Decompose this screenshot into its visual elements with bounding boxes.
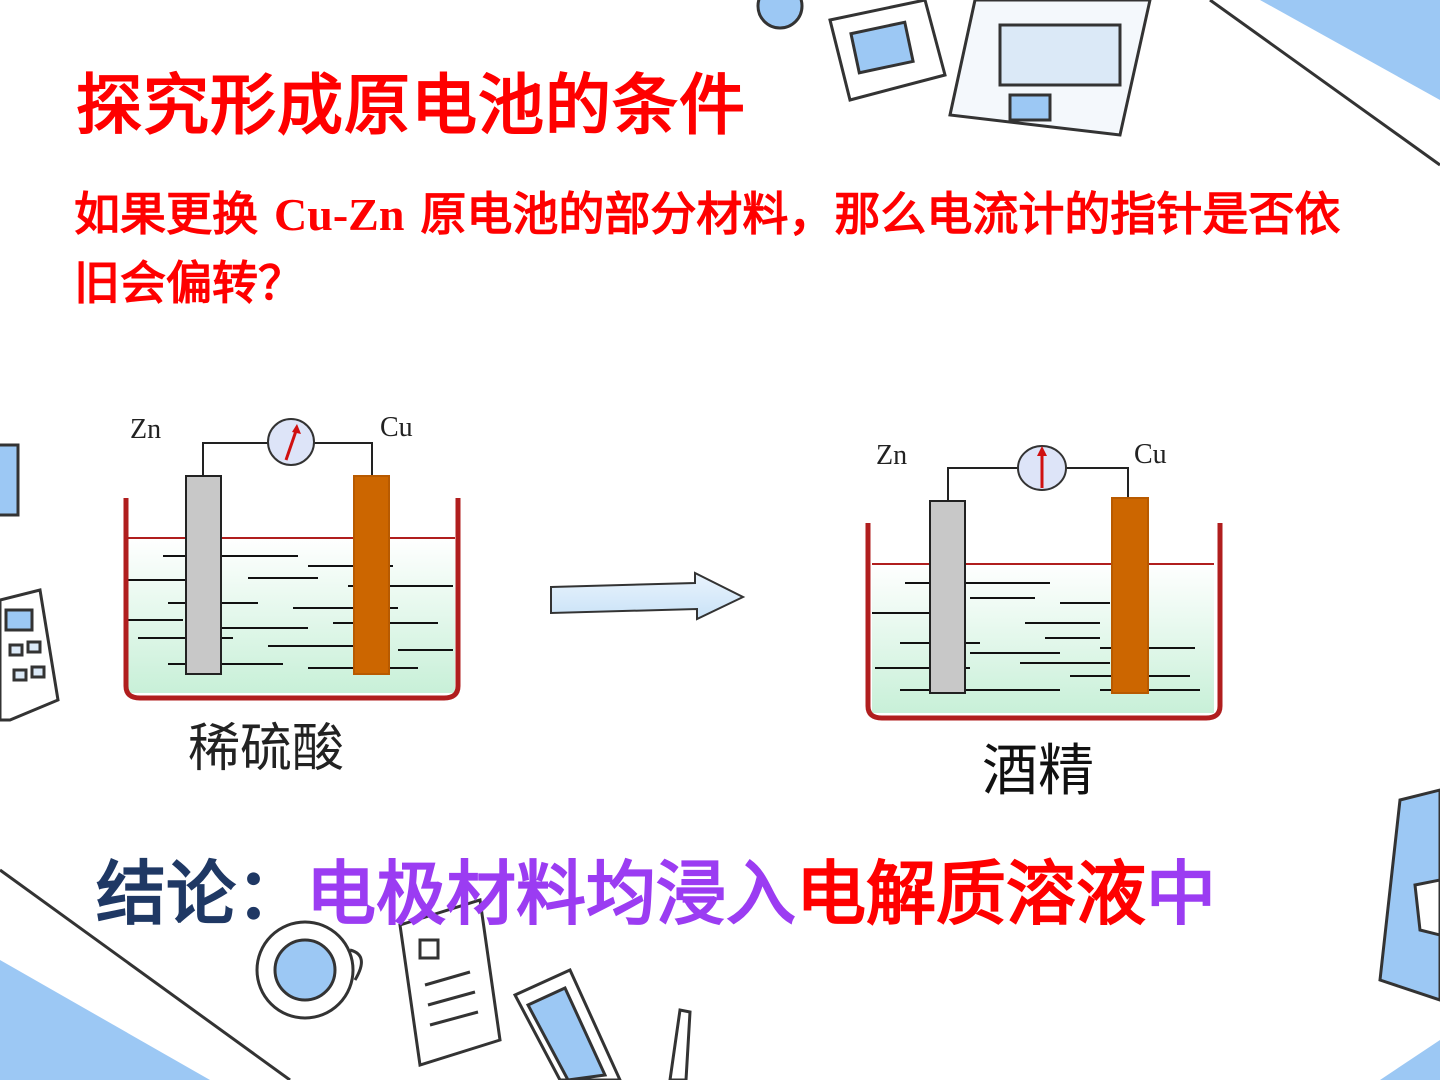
solution	[128, 538, 455, 693]
pen-icon	[668, 1008, 692, 1080]
coffee-cup-icon	[756, 0, 804, 30]
zinc-electrode	[929, 500, 966, 694]
slide-title: 探究形成原电池的条件	[76, 67, 746, 144]
question-part-2: 原电池的部分材料，那么电流计的指针是否依旧会偏转？	[74, 187, 1341, 310]
question-part-1: 如果更换	[74, 187, 275, 241]
beaker	[123, 498, 461, 701]
copper-electrode	[353, 475, 390, 675]
question-text: 如果更换 Cu-Zn 原电池的部分材料，那么电流计的指针是否依旧会偏转？	[74, 180, 1364, 317]
notes-icon	[398, 898, 502, 1067]
phone-icon	[512, 968, 622, 1080]
conclusion: 结论：电极材料均浸入电解质溶液中	[96, 838, 1216, 939]
conclusion-part-1: 电极材料均浸入	[306, 853, 796, 935]
cu-label: Cu	[1134, 439, 1167, 470]
galvanometer-icon	[267, 418, 315, 466]
book-icon	[1378, 788, 1440, 1002]
stamp-icon	[0, 443, 20, 517]
cu-label: Cu	[380, 412, 413, 443]
zn-label: Zn	[876, 440, 907, 471]
electrolyte-label: 稀硫酸	[188, 719, 344, 779]
conclusion-part-2: 电解质溶液	[796, 853, 1146, 935]
beaker	[865, 523, 1223, 721]
conclusion-label: 结论：	[96, 853, 306, 935]
right-arrow-icon	[550, 571, 746, 621]
tablet-icon	[828, 0, 947, 102]
electrolyte-label: 酒精	[982, 739, 1094, 804]
wire	[202, 442, 268, 478]
galvanometer-icon	[1017, 445, 1067, 491]
question-formula: Cu-Zn	[274, 189, 405, 240]
laptop-icon	[948, 0, 1152, 137]
corner-band-bottom-left	[0, 960, 210, 1080]
corner-band-top-right	[1260, 0, 1440, 100]
cell-diagram-alcohol: Zn Cu 酒精	[860, 428, 1228, 808]
wire	[947, 467, 1018, 503]
calculator-icon	[0, 588, 60, 722]
conclusion-part-3: 中	[1146, 853, 1216, 935]
zinc-electrode	[185, 475, 222, 675]
mug-icon	[255, 920, 363, 1020]
copper-electrode	[1111, 497, 1149, 694]
zn-label: Zn	[130, 414, 161, 445]
cell-diagram-sulfuric-acid: Zn Cu 稀硫酸	[108, 388, 480, 808]
corner-band-bottom-right	[1380, 1040, 1440, 1080]
